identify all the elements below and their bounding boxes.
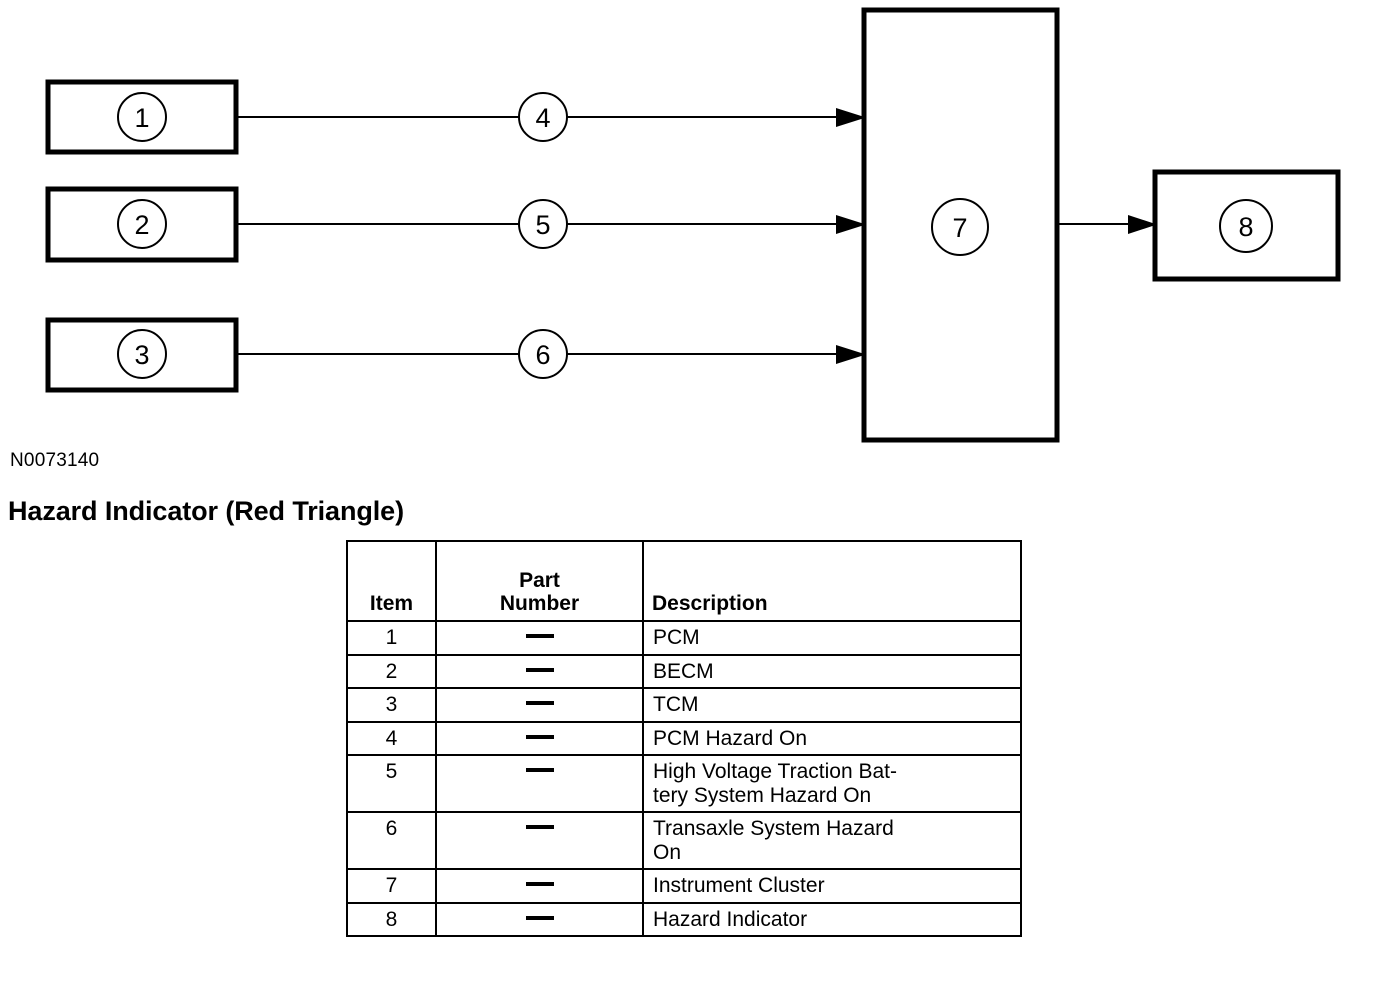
description-line: tery System Hazard On bbox=[653, 783, 872, 807]
cell-item: 8 bbox=[346, 901, 437, 938]
callout-label-1: 1 bbox=[134, 103, 149, 133]
table-row: 3 TCM bbox=[346, 687, 1022, 723]
description-line: BECM bbox=[653, 659, 714, 683]
description-line: PCM Hazard On bbox=[653, 726, 808, 750]
column-header-part-number: Part Number bbox=[435, 540, 644, 622]
em-dash-icon bbox=[525, 734, 554, 739]
em-dash-icon bbox=[525, 701, 554, 706]
column-header-item: Item bbox=[346, 540, 437, 622]
em-dash-icon bbox=[525, 882, 554, 887]
table-row: 5 High Voltage Traction Bat-tery System H… bbox=[346, 754, 1022, 814]
cell-item: 1 bbox=[346, 620, 437, 656]
callout-label-5: 5 bbox=[535, 210, 550, 240]
callout-label-6: 6 bbox=[535, 340, 550, 370]
table-row: 8 Hazard Indicator bbox=[346, 901, 1022, 938]
cell-description: High Voltage Traction Bat-tery System Ha… bbox=[642, 754, 1022, 814]
cell-item: 5 bbox=[346, 754, 437, 814]
diagram-connector-6: 6 bbox=[236, 329, 866, 379]
diagram-connector-cluster-to-indicator bbox=[1057, 215, 1157, 234]
description-line: TCM bbox=[653, 693, 699, 717]
cell-description: PCM bbox=[642, 620, 1022, 656]
page-title: Hazard Indicator (Red Triangle) bbox=[8, 496, 404, 526]
cell-part-number bbox=[435, 653, 644, 690]
cell-description: Instrument Cluster bbox=[642, 868, 1022, 904]
callout-label-2: 2 bbox=[134, 210, 149, 240]
cell-item: 3 bbox=[346, 687, 437, 723]
table-row: 1 PCM bbox=[346, 620, 1022, 656]
table-row: 7 Instrument Cluster bbox=[346, 868, 1022, 904]
description-line: On bbox=[653, 840, 682, 864]
cell-part-number bbox=[435, 720, 644, 757]
callout-label-8: 8 bbox=[1238, 212, 1253, 242]
table-header-row: Item Part Number Description bbox=[346, 540, 1022, 622]
callout-label-3: 3 bbox=[134, 340, 149, 370]
cell-part-number bbox=[435, 901, 644, 938]
diagram-node-7: 7 bbox=[861, 7, 1060, 443]
diagram-connector-4: 4 bbox=[236, 92, 866, 142]
cell-item: 6 bbox=[346, 811, 437, 871]
column-header-description: Description bbox=[642, 540, 1022, 622]
cell-part-number bbox=[435, 754, 644, 814]
diagram-node-2: 2 bbox=[45, 186, 239, 263]
cell-description: BECM bbox=[642, 653, 1022, 690]
table-row: 2 BECM bbox=[346, 653, 1022, 690]
description-line: Transaxle System Hazard bbox=[653, 817, 894, 841]
description-line: High Voltage Traction Bat- bbox=[653, 760, 897, 784]
em-dash-icon bbox=[525, 825, 554, 830]
description-line: Hazard Indicator bbox=[653, 907, 808, 931]
block-diagram: 1 2 3 7 8 bbox=[0, 0, 1376, 470]
cell-item: 2 bbox=[346, 653, 437, 690]
column-header-part-line2: Number bbox=[499, 592, 580, 616]
cell-description: Hazard Indicator bbox=[642, 901, 1022, 938]
cell-description: PCM Hazard On bbox=[642, 720, 1022, 757]
diagram-node-3: 3 bbox=[45, 317, 239, 393]
em-dash-icon bbox=[525, 634, 554, 638]
table-body: 1 PCM 2 BECM 3 TCM 4 PCM Hazard On 5 High Voltage… bbox=[346, 620, 1022, 938]
em-dash-icon bbox=[525, 915, 554, 920]
em-dash-icon bbox=[525, 768, 554, 773]
cell-part-number bbox=[435, 687, 644, 723]
diagram-connector-5: 5 bbox=[236, 199, 866, 249]
callout-label-7: 7 bbox=[952, 213, 967, 243]
description-line: PCM bbox=[653, 626, 700, 649]
cell-item: 4 bbox=[346, 720, 437, 757]
callout-label-4: 4 bbox=[535, 103, 550, 133]
cell-item: 7 bbox=[346, 868, 437, 904]
cell-part-number bbox=[435, 620, 644, 656]
cell-part-number bbox=[435, 811, 644, 871]
diagram-node-1: 1 bbox=[45, 79, 239, 155]
figure-id-caption: N0073140 bbox=[10, 450, 100, 471]
description-line: Instrument Cluster bbox=[653, 874, 825, 898]
em-dash-icon bbox=[525, 667, 554, 672]
column-header-part-line1: Part bbox=[519, 568, 560, 592]
diagram-node-8: 8 bbox=[1152, 169, 1341, 282]
table-row: 4 PCM Hazard On bbox=[346, 720, 1022, 757]
cell-description: TCM bbox=[642, 687, 1022, 723]
cell-part-number bbox=[435, 868, 644, 904]
